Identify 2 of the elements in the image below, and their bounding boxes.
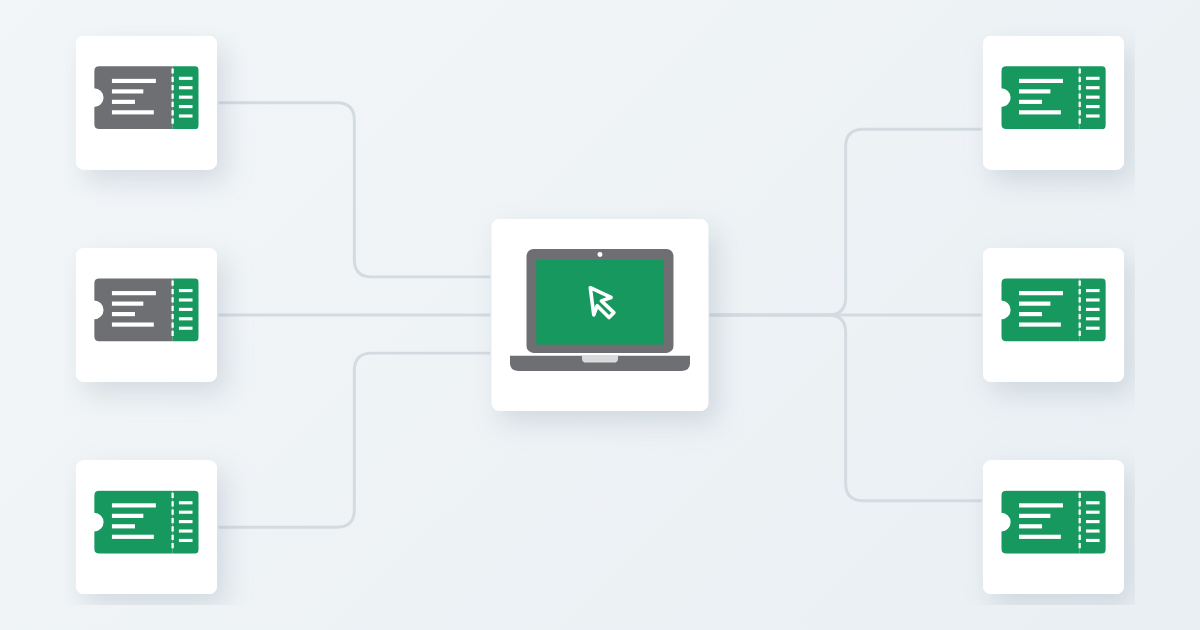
connector-line — [218, 101, 491, 279]
connector-line — [218, 351, 491, 529]
